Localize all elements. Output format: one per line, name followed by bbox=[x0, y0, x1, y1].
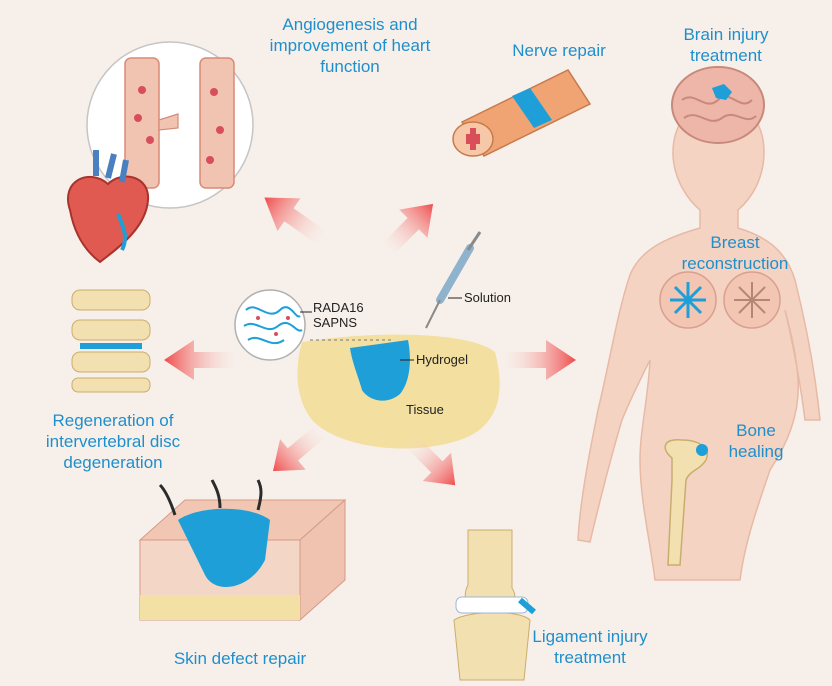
label-angiogenesis: Angiogenesis and improvement of heart fu… bbox=[240, 14, 460, 77]
arrow-heart bbox=[253, 181, 337, 256]
spine-icon bbox=[72, 290, 150, 392]
label-solution: Solution bbox=[464, 290, 534, 305]
label-disc-regeneration: Regeneration of intervertebral disc dege… bbox=[18, 410, 208, 473]
body-silhouette bbox=[578, 100, 820, 580]
label-brain-injury: Brain injury treatment bbox=[666, 24, 786, 66]
label-bone-healing: Bone healing bbox=[716, 420, 796, 462]
label-hydrogel: Hydrogel bbox=[416, 352, 486, 367]
label-ligament-injury: Ligament injury treatment bbox=[520, 626, 660, 668]
arrow-disc bbox=[164, 340, 240, 380]
brain-icon bbox=[672, 67, 764, 143]
nerve-icon bbox=[453, 70, 590, 156]
arrow-breast bbox=[500, 340, 576, 380]
nanofiber-icon bbox=[235, 290, 305, 360]
label-skin-defect: Skin defect repair bbox=[150, 648, 330, 669]
arrow-nerve bbox=[371, 190, 447, 266]
skin-icon bbox=[140, 480, 345, 620]
label-rada16: RADA16 SAPNS bbox=[313, 300, 383, 330]
label-tissue: Tissue bbox=[406, 402, 466, 417]
syringe-icon bbox=[426, 232, 480, 328]
label-breast-reconstruction: Breast reconstruction bbox=[660, 232, 810, 274]
label-nerve-repair: Nerve repair bbox=[494, 40, 624, 61]
